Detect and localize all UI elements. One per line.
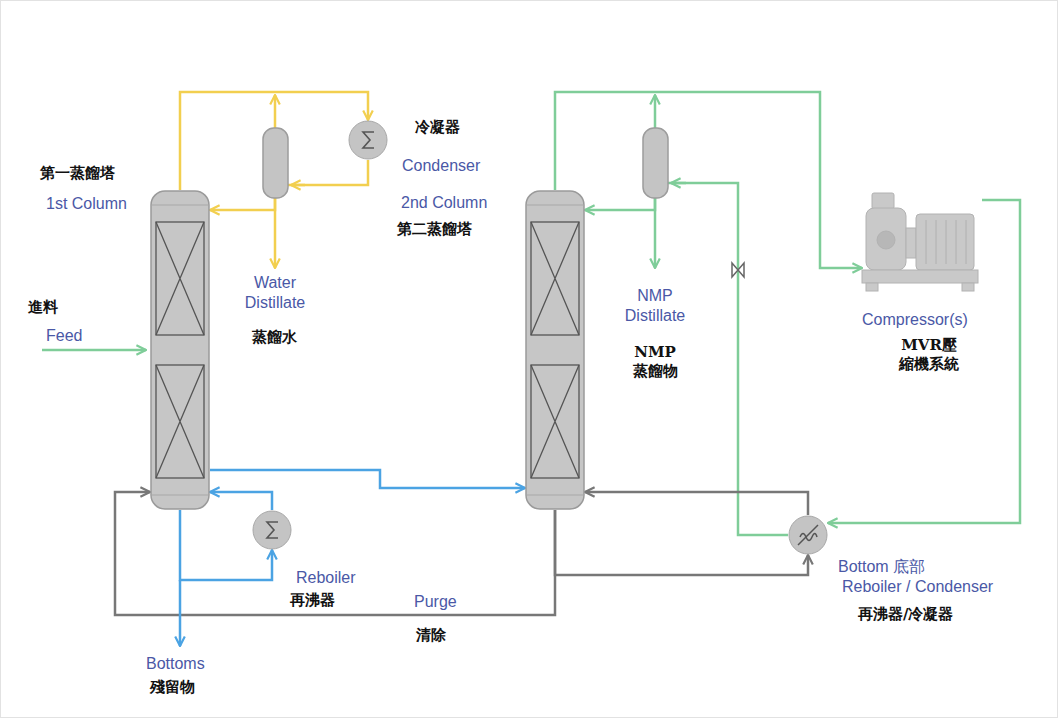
- compressor: Compressor(s) MVR壓 縮機系統: [862, 190, 982, 380]
- stream-label: NMP Distillate: [613, 286, 697, 326]
- distillation-column: 第一蒸餾塔1st Column: [150, 190, 210, 510]
- node-label: Condenser: [402, 156, 480, 176]
- distillation-column: 2nd Column第二蒸餾塔: [525, 190, 585, 510]
- vent-line: [274, 95, 277, 130]
- sigma-shape: [252, 510, 292, 550]
- flow-line: [210, 492, 272, 510]
- flow-line: [555, 92, 862, 268]
- stream-label: Purge: [414, 592, 457, 612]
- node-label: 1st Column: [46, 194, 127, 214]
- node-label: 第二蒸餾塔: [397, 220, 472, 239]
- stream-label: 蒸餾水: [252, 328, 297, 347]
- distillate-line: [274, 198, 277, 268]
- node-label: 第一蒸餾塔: [40, 164, 115, 183]
- node-label: Compressor(s): [862, 310, 968, 330]
- feed-arrow: [42, 349, 146, 352]
- node-label: Bottom 底部: [838, 557, 925, 577]
- flow-line: [555, 510, 808, 575]
- node-label: 再沸器/冷凝器: [858, 605, 953, 624]
- drum-inlet-arrow: [671, 182, 686, 185]
- flow-line: [210, 470, 525, 488]
- stream-label: NMP 蒸餾物: [620, 343, 690, 381]
- flow-line: [828, 200, 1020, 523]
- condenser: 冷凝器Condenser: [348, 120, 388, 160]
- sigma-shape: [348, 120, 388, 160]
- stream-label: 進料: [28, 298, 58, 317]
- distillate-line: [654, 198, 657, 268]
- node-label: Reboiler: [296, 568, 356, 588]
- green-lines: [42, 95, 686, 350]
- exchanger-shape: [788, 515, 828, 555]
- valve-symbol: [732, 263, 744, 277]
- compressor-symbol: [862, 193, 978, 291]
- reboiler: Reboiler再沸器: [252, 510, 292, 550]
- stream-label: Feed: [46, 326, 82, 346]
- node-label: Reboiler / Condenser: [842, 577, 993, 597]
- stream-label: 殘留物: [150, 678, 195, 697]
- flow-line: [585, 492, 808, 515]
- node-label: 2nd Column: [401, 193, 487, 213]
- bottoms-arrow: [179, 580, 182, 646]
- stream-label: Bottoms: [146, 654, 205, 674]
- reboiler-condenser: Bottom 底部Reboiler / Condenser再沸器/冷凝器: [788, 515, 828, 555]
- column-shape: [525, 190, 585, 510]
- stream-label: Water Distillate: [233, 273, 317, 313]
- node-label: 再沸器: [290, 591, 335, 610]
- column-shape: [150, 190, 210, 510]
- reflux-drum: [263, 128, 288, 198]
- node-label: 冷凝器: [415, 118, 460, 137]
- flow-line: [585, 183, 788, 535]
- vent-line: [654, 95, 657, 130]
- drum-inlet-arrow: [291, 184, 305, 187]
- reflux-drum: [643, 128, 668, 198]
- stream-label: 清除: [416, 626, 446, 645]
- flow-line: [210, 160, 368, 210]
- node-label: MVR壓 縮機系統: [892, 336, 966, 374]
